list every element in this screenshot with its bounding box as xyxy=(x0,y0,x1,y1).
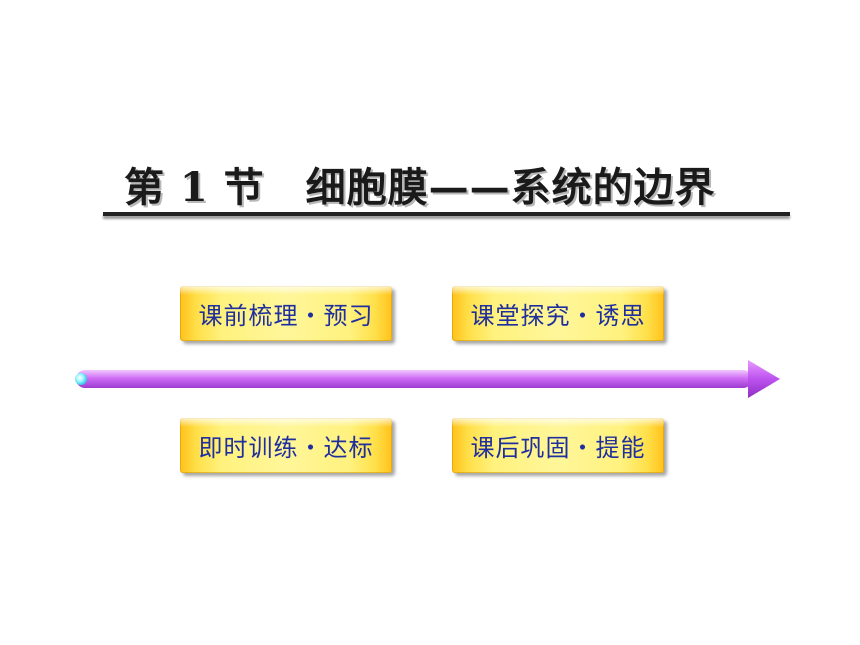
arrow-shaft xyxy=(76,370,752,388)
timeline-arrow xyxy=(70,356,782,402)
explore-nav-label: 课堂探究・诱思 xyxy=(470,302,646,330)
explore-nav-button[interactable]: 课堂探究・诱思 xyxy=(452,286,664,341)
preview-nav-button[interactable]: 课前梳理・预习 xyxy=(180,286,392,341)
training-nav-button[interactable]: 即时训练・达标 xyxy=(180,418,392,473)
title-underline xyxy=(103,212,790,216)
arrow-head xyxy=(748,360,780,398)
training-nav-label: 即时训练・达标 xyxy=(198,434,374,462)
preview-nav-label: 课前梳理・预习 xyxy=(198,302,374,330)
improve-nav-label: 课后巩固・提能 xyxy=(470,434,646,462)
arrow-start-dot xyxy=(75,373,87,385)
slide-title: 第 1 节 细胞膜——系统的边界 xyxy=(124,164,716,211)
improve-nav-button[interactable]: 课后巩固・提能 xyxy=(452,418,664,473)
